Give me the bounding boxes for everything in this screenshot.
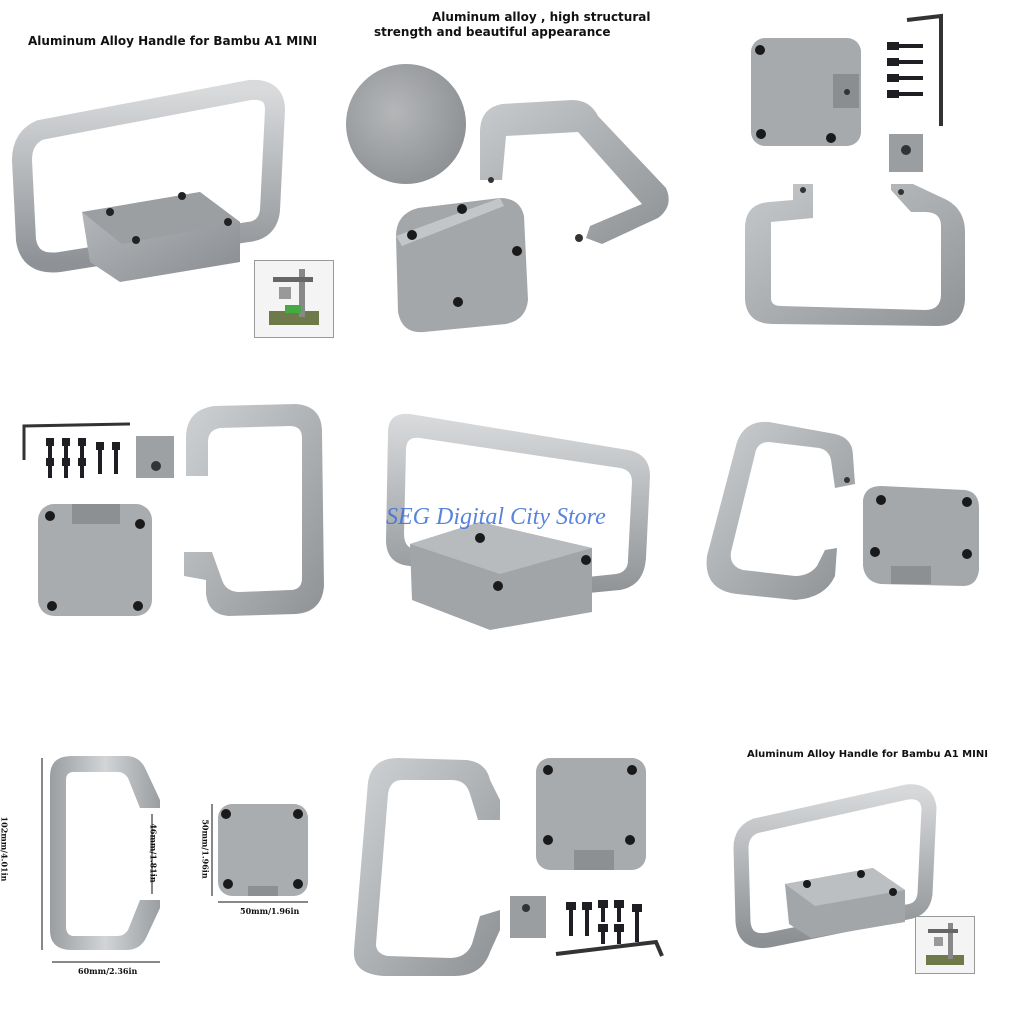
screw-hole [898,189,904,195]
dim-handle-height: 102mm/4.01in [0,816,10,882]
nut-block-icon [510,896,546,938]
screw-hole [870,547,880,557]
dim-handle-width: 60mm/2.36in [78,966,138,976]
panel-handle-hero: SEG Digital City Store [340,380,685,660]
screw-hole [876,495,886,505]
handle-hero-illustration [386,413,650,630]
screw-hole [133,601,143,611]
dim-block-height: 50mm/1.96in [200,819,211,879]
material-caption-line2: strength and beautiful appearance [374,25,611,39]
screw-icon [887,42,923,98]
screw-hole [45,511,55,521]
screw-hole [844,89,850,95]
panel-kit-contents [340,740,685,990]
allen-key-icon [555,939,664,957]
screw-hole [224,218,232,226]
screw-hole [543,835,553,845]
panel-dimensions: 102mm/4.01in 46mm/1.81in 60mm/2.36in 50m… [0,740,340,990]
screw-hole [132,236,140,244]
screw-hole [889,888,897,896]
screw-hole [755,45,765,55]
screw-hole [826,133,836,143]
screw-hole [962,549,972,559]
screw-hole [575,234,583,242]
screw-hole [47,601,57,611]
handle-assembled-small-illustration [733,784,937,949]
screw-hole [135,519,145,529]
screw-hole [407,230,417,240]
screw-hole [178,192,186,200]
screw-hole [857,870,865,878]
mount-block [218,804,308,896]
panel-handle-assembled: Aluminum Alloy Handle for Bambu A1 MINI [0,0,340,345]
panel-title: Aluminum Alloy Handle for Bambu A1 MINI [28,34,318,48]
nut-block-icon [136,436,174,478]
panel-kit-parts [685,0,1024,345]
screw-hole [627,765,637,775]
kit-contents-illustration [353,758,664,976]
allen-key-icon [906,13,943,126]
dim-handle-gap: 46mm/1.81in [148,823,159,883]
mount-block [38,504,152,616]
printer-thumbnail-icon [254,260,334,338]
kit-flatlay-illustration [22,404,324,616]
dim-block-width: 50mm/1.96in [240,906,300,916]
screw-hole [293,809,303,819]
mount-block [751,38,861,146]
parts-separated-illustration [706,421,979,600]
handle-assembled-illustration [12,79,285,282]
screw-hole [803,880,811,888]
screw-hole [223,879,233,889]
kit-parts-illustration [745,13,965,326]
material-caption-line1: Aluminum alloy , high structural [432,10,651,24]
panel-parts-separated [685,380,1024,660]
screw-hole [221,809,231,819]
material-illustration [346,64,669,333]
screw-hole [493,581,503,591]
panel-handle-assembled-small: Aluminum Alloy Handle for Bambu A1 MINI [685,740,1024,990]
panel-title-small: Aluminum Alloy Handle for Bambu A1 MINI [747,749,988,760]
screw-hole [800,187,806,193]
store-watermark: SEG Digital City Store [386,504,606,530]
screw-hole [475,533,485,543]
printer-thumbnail-icon [915,916,975,974]
screw-hole [457,204,467,214]
texture-swatch [346,64,466,184]
screw-hole [581,555,591,565]
screw-hole [512,246,522,256]
screw-hole [293,879,303,889]
allen-key-icon [22,422,131,460]
screw-hole [453,297,463,307]
screw-hole [488,177,494,183]
dimension-drawing [41,756,308,963]
panel-kit-flatlay [0,380,340,660]
screw-hole [543,765,553,775]
screw-hole [962,497,972,507]
screw-icon [46,438,120,478]
screw-hole [625,835,635,845]
screw-hole [756,129,766,139]
screw-hole [106,208,114,216]
panel-material-detail: Aluminum alloy , high structural strengt… [340,0,685,345]
mount-block [536,758,646,870]
screw-icon [566,900,642,944]
screw-hole [844,477,850,483]
